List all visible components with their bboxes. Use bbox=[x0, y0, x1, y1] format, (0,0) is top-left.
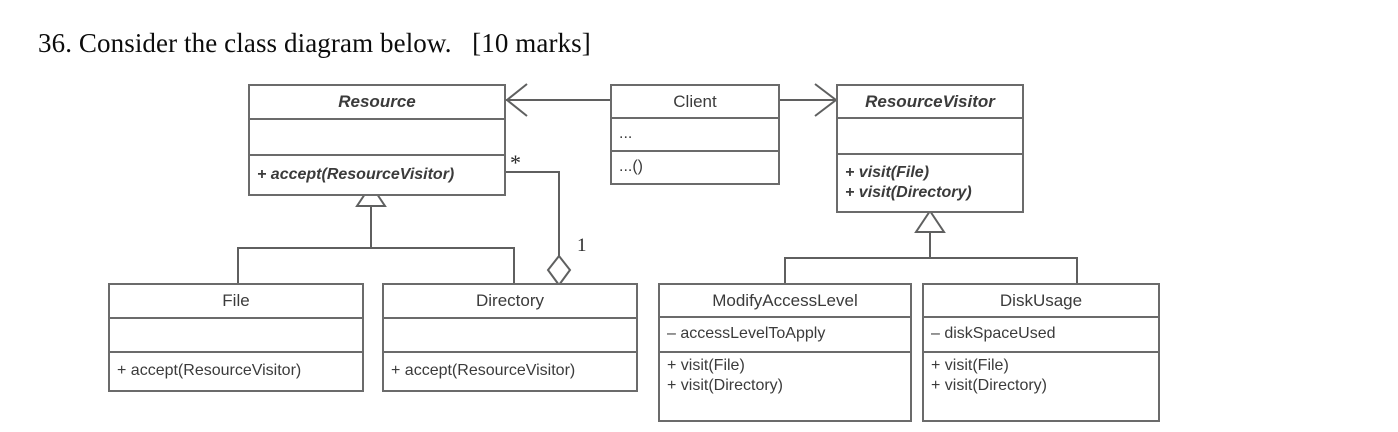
operation-item: + visit(Directory) bbox=[931, 377, 1048, 395]
class-box-directory[interactable]: Directory + accept(ResourceVisitor) bbox=[382, 283, 638, 392]
operation-item: + accept(ResourceVisitor) bbox=[257, 165, 455, 183]
operation-item: ...() bbox=[619, 158, 643, 176]
class-attributes-modify-access-level: – accessLevelToApply bbox=[660, 318, 910, 353]
operation-item: + accept(ResourceVisitor) bbox=[391, 362, 576, 380]
class-operations-directory: + accept(ResourceVisitor) bbox=[384, 353, 636, 390]
class-operations-disk-usage: + visit(File) + visit(Directory) bbox=[924, 353, 1158, 420]
class-attributes-resource-visitor bbox=[838, 119, 1022, 155]
attribute-item: – diskSpaceUsed bbox=[931, 325, 1056, 343]
class-box-file[interactable]: File + accept(ResourceVisitor) bbox=[108, 283, 364, 392]
class-attributes-directory bbox=[384, 319, 636, 353]
edge-generalization-bar-visitor bbox=[784, 257, 1078, 259]
operation-item: + visit(File) bbox=[845, 163, 930, 181]
operation-item: + visit(Directory) bbox=[845, 184, 972, 201]
class-box-resource-visitor[interactable]: ResourceVisitor + visit(File) + visit(Di… bbox=[836, 84, 1024, 213]
class-name-client: Client bbox=[612, 86, 778, 119]
attribute-item: – accessLevelToApply bbox=[667, 325, 826, 343]
class-box-modify-access-level[interactable]: ModifyAccessLevel – accessLevelToApply +… bbox=[658, 283, 912, 422]
class-attributes-file bbox=[110, 319, 362, 353]
class-operations-modify-access-level: + visit(File) + visit(Directory) bbox=[660, 353, 910, 420]
class-operations-resource: + accept(ResourceVisitor) bbox=[250, 156, 504, 194]
generalization-triangle-visitor bbox=[914, 209, 946, 233]
edge-aggregation-vertical bbox=[558, 171, 560, 259]
class-operations-resource-visitor: + visit(File) + visit(Directory) bbox=[838, 155, 1022, 211]
class-box-client[interactable]: Client ... ...() bbox=[610, 84, 780, 185]
edge-generalization-stem-visitor bbox=[929, 231, 931, 259]
class-box-disk-usage[interactable]: DiskUsage – diskSpaceUsed + visit(File) … bbox=[922, 283, 1160, 422]
question-title: 36. Consider the class diagram below. [1… bbox=[38, 28, 591, 58]
class-name-file: File bbox=[110, 285, 362, 319]
edge-generalization-drop-diskusage bbox=[1076, 257, 1078, 285]
edge-generalization-stem-resource bbox=[370, 205, 372, 249]
class-operations-file: + accept(ResourceVisitor) bbox=[110, 353, 362, 390]
class-box-resource[interactable]: Resource + accept(ResourceVisitor) bbox=[248, 84, 506, 196]
class-attributes-disk-usage: – diskSpaceUsed bbox=[924, 318, 1158, 353]
class-attributes-client: ... bbox=[612, 119, 778, 152]
class-name-disk-usage: DiskUsage bbox=[924, 285, 1158, 318]
class-name-resource-visitor: ResourceVisitor bbox=[838, 86, 1022, 119]
edge-generalization-bar-resource bbox=[237, 247, 515, 249]
multiplicity-directory-end: 1 bbox=[577, 235, 587, 256]
edge-client-to-resource bbox=[506, 99, 612, 101]
operation-item: + visit(File) bbox=[931, 357, 1009, 374]
multiplicity-resource-end: * bbox=[510, 150, 521, 175]
edge-generalization-drop-modify bbox=[784, 257, 786, 285]
class-name-directory: Directory bbox=[384, 285, 636, 319]
operation-item: + visit(File) bbox=[667, 357, 745, 374]
arrowhead-client-to-resource bbox=[505, 83, 528, 117]
edge-client-to-visitor bbox=[778, 99, 838, 101]
class-name-modify-access-level: ModifyAccessLevel bbox=[660, 285, 910, 318]
operation-item: + visit(Directory) bbox=[667, 377, 784, 395]
operation-item: + accept(ResourceVisitor) bbox=[117, 362, 302, 380]
class-name-resource: Resource bbox=[250, 86, 504, 120]
edge-generalization-drop-directory bbox=[513, 247, 515, 285]
attribute-item: ... bbox=[619, 125, 633, 143]
edge-aggregation-top bbox=[506, 171, 560, 173]
class-attributes-resource bbox=[250, 120, 504, 156]
edge-generalization-drop-file bbox=[237, 247, 239, 285]
class-operations-client: ...() bbox=[612, 152, 778, 183]
